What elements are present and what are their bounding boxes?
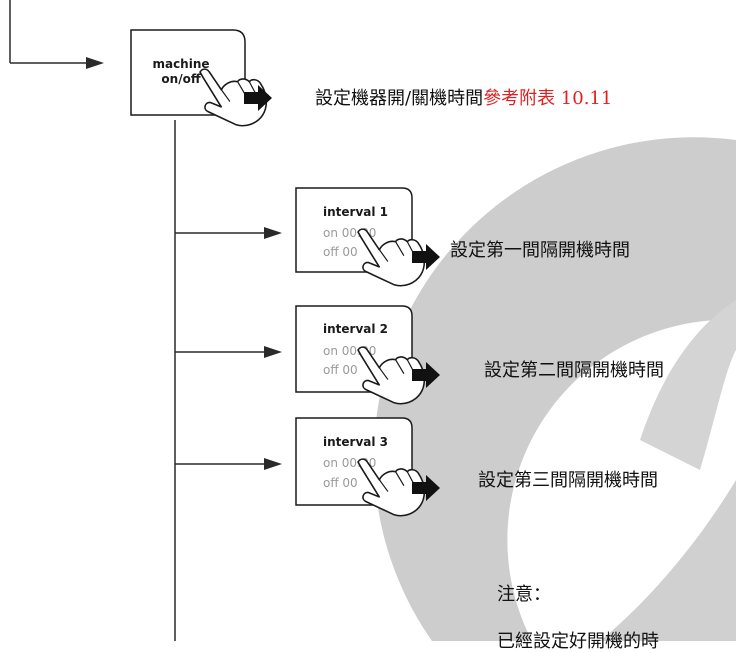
note-heading: 注意： [497,584,551,605]
arrow-right-icon [264,458,282,470]
interval-3-description: 設定第三間隔開機時間 [478,470,658,491]
machine-description-main: 設定機器開/關機時間 [315,88,484,109]
interval-1-branch [175,227,282,239]
arrow-right-icon [264,346,282,358]
interval-3-title: interval 3 [323,435,388,449]
watermark-logo [373,137,736,641]
machine-description: 設定機器開/關機時間參考附表 10.11 [315,84,612,110]
interval-1-description: 設定第一間隔開機時間 [450,240,630,261]
interval-2-description: 設定第二間隔開機時間 [484,360,664,381]
machine-button-line2: on/off [161,72,200,86]
machine-onoff-button[interactable]: machine on/off [130,29,275,138]
interval-2-branch [175,346,282,358]
machine-description-reference: 參考附表 10.11 [483,88,613,109]
interval-2-button[interactable]: interval 2 on 00:00 off 00 [295,305,440,416]
entry-connector [9,0,104,69]
arrow-right-icon [264,227,282,239]
interval-3-off: off 00 [323,476,358,490]
interval-1-off: off 00 [323,245,358,259]
interval-2-title: interval 2 [323,322,388,336]
note-line-1: 已經設定好開機的時 [497,631,659,652]
interval-3-branch [175,458,282,470]
interval-3-button[interactable]: interval 3 on 00:00 off 00 [295,417,440,528]
interval-2-off: off 00 [323,363,358,377]
arrow-right-icon [86,57,104,69]
interval-1-button[interactable]: interval 1 on 00:00 off 00 [295,187,440,298]
machine-button-line1: machine [152,57,209,71]
interval-1-title: interval 1 [323,205,388,219]
